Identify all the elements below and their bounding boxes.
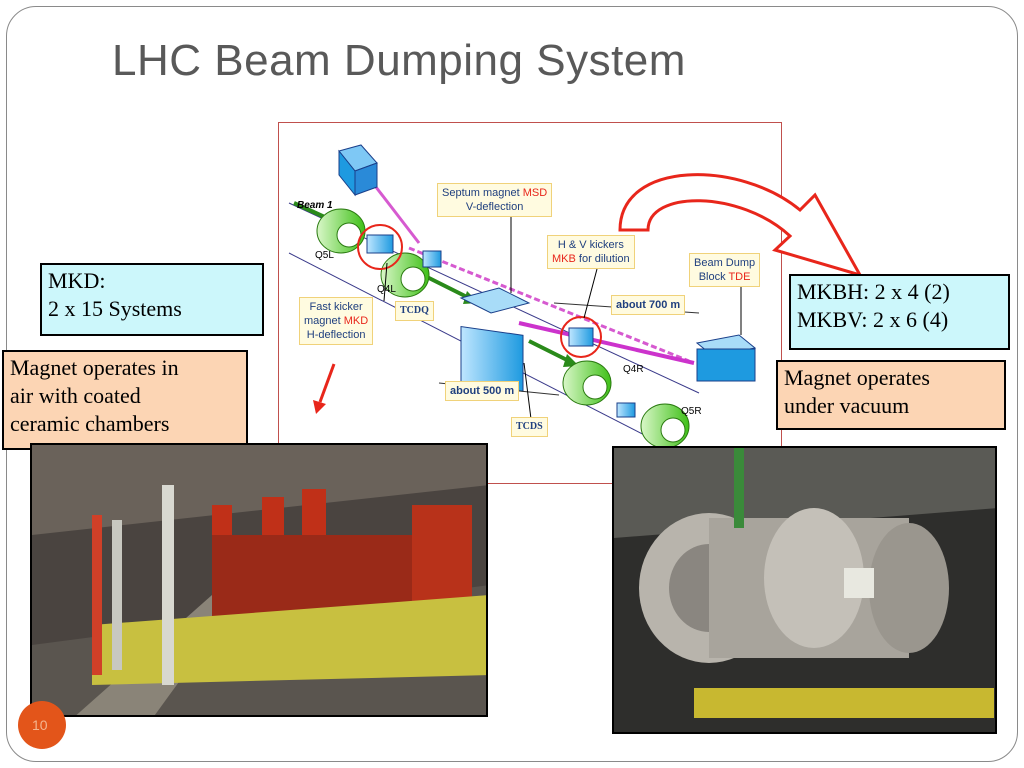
dump-tde-text: TDE: [728, 271, 751, 283]
beam-dump-diagram: Beam 1 Q5L Q4L Q4R Q5R TCDQ TCDS Septum …: [278, 122, 782, 484]
mkb-highlight: [560, 316, 602, 358]
down-arrow-icon: [313, 363, 336, 414]
air-callout-line1: Magnet operates in: [10, 355, 179, 380]
dump-line: [518, 321, 695, 365]
kickers-dilution-text: for dilution: [575, 253, 630, 265]
distance-500-label: about 500 m: [445, 381, 520, 401]
air-callout-line2: air with coated: [10, 383, 141, 408]
fast-kicker-deflection-text: H-deflection: [306, 329, 366, 341]
quad-q4r: [562, 360, 612, 406]
tcds-label: TCDS: [511, 417, 548, 437]
septum-text: Septum magnet: [442, 187, 523, 199]
mkd-callout-line2: 2 x 15 Systems: [48, 296, 182, 321]
fast-kicker-magnet-text: magnet: [304, 315, 344, 327]
vac-callout-line1: Magnet operates: [784, 365, 930, 390]
vacuum-magnet-callout: Magnet operates under vacuum: [776, 360, 1006, 430]
fast-kicker-label: Fast kicker magnet MKD H-deflection: [299, 297, 374, 345]
page-number-badge: 10: [18, 701, 66, 749]
mkb-callout: MKBH: 2 x 4 (2) MKBV: 2 x 6 (4): [789, 274, 1010, 350]
mkd-callout-line1: MKD:: [48, 268, 106, 293]
slide-title: LHC Beam Dumping System: [112, 36, 686, 85]
kickers-mkb-text: MKB: [552, 253, 576, 265]
dump-text: Beam Dump: [694, 257, 756, 269]
q5l-label: Q5L: [315, 250, 334, 261]
top-block: [338, 144, 378, 197]
quad-q5l: [316, 208, 366, 254]
fast-kicker-mkd-text: MKD: [343, 315, 369, 327]
tcdq-block: [422, 250, 442, 268]
mkb-vacuum-tank-photo: [612, 446, 997, 734]
curved-arrow-icon: [618, 173, 864, 278]
tcdq-label: TCDQ: [395, 301, 434, 321]
septum-msd: [459, 287, 531, 392]
dump-block-text: Block: [698, 271, 729, 283]
q5r-label: Q5R: [681, 406, 702, 417]
septum-label: Septum magnet MSD V-deflection: [437, 183, 553, 217]
kickers-text: H & V kickers: [557, 239, 624, 251]
distance-700-label: about 700 m: [611, 295, 686, 315]
mkb-callout-line1: MKBH: 2 x 4 (2): [797, 279, 950, 304]
septum-deflection-text: V-deflection: [465, 201, 524, 213]
beam-1-label: Beam 1: [297, 200, 333, 211]
mkd-block: [366, 234, 394, 254]
dump-block-tde: [695, 334, 757, 382]
fast-kicker-text: Fast kicker: [309, 301, 363, 313]
mkd-highlight: [357, 224, 403, 270]
extraction-line: [408, 246, 690, 363]
air-magnet-callout: Magnet operates in air with coated ceram…: [2, 350, 248, 450]
q4l-label: Q4L: [377, 284, 396, 295]
diagram-graphics: [288, 144, 757, 464]
page-number: 10: [32, 717, 48, 733]
mkd-tunnel-photo: [30, 443, 488, 717]
mkd-callout: MKD: 2 x 15 Systems: [40, 263, 264, 336]
air-callout-line3: ceramic chambers: [10, 411, 170, 436]
dump-label: Beam Dump Block TDE: [689, 253, 761, 287]
mkb-callout-line2: MKBV: 2 x 6 (4): [797, 307, 949, 332]
vac-callout-line2: under vacuum: [784, 393, 910, 418]
mkb-block: [568, 327, 594, 347]
q4r-label: Q4R: [623, 364, 644, 375]
septum-msd-text: MSD: [522, 187, 548, 199]
kickers-label: H & V kickers MKB for dilution: [547, 235, 635, 269]
extraction-line-up: [367, 177, 421, 244]
